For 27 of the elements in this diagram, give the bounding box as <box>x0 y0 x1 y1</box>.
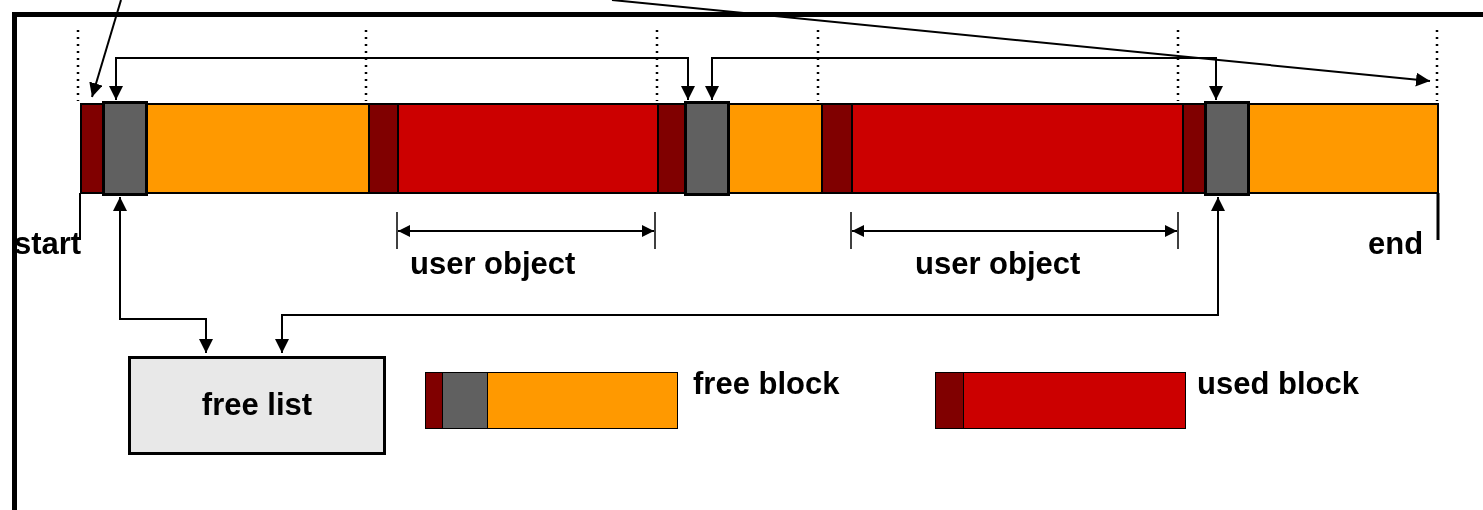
pointer-field <box>684 101 730 196</box>
block-header <box>80 103 104 194</box>
free-space <box>728 103 823 194</box>
block-header <box>1182 103 1206 194</box>
pointer-arrow <box>109 57 695 101</box>
pointer-arrow <box>113 196 213 354</box>
free-space <box>146 103 370 194</box>
pointer-arrow <box>611 0 1431 87</box>
legend-label: used block <box>1197 368 1359 399</box>
block-header <box>368 103 399 194</box>
free-space <box>1248 103 1439 194</box>
block-header <box>821 103 853 194</box>
dimension-label: user object <box>410 248 576 279</box>
pointer-field <box>102 101 148 196</box>
address-label: start <box>14 228 82 259</box>
address-label: end <box>1368 228 1424 259</box>
pointer-field <box>1204 101 1250 196</box>
legend-label: free block <box>693 368 840 399</box>
pointer-arrow <box>705 57 1223 101</box>
pointer-arrow <box>275 196 1225 354</box>
payload <box>397 103 659 194</box>
pointer-arrow <box>89 0 122 98</box>
dimension-label: user object <box>915 248 1081 279</box>
free-list-box <box>128 356 386 455</box>
payload <box>851 103 1184 194</box>
block-header <box>657 103 686 194</box>
node-label: free list <box>201 386 313 425</box>
